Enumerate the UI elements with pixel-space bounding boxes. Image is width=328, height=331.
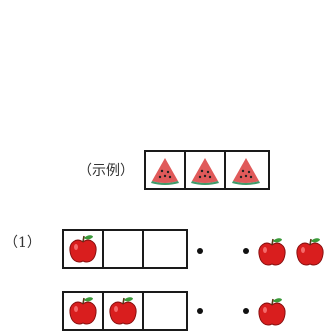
example-cell: [186, 152, 226, 188]
watermelon-slice-icon: [151, 158, 179, 185]
match-dot-right[interactable]: [243, 308, 249, 314]
grid-cell: [144, 231, 184, 267]
apple-icon: [255, 235, 289, 269]
watermelon-slice-icon: [232, 158, 260, 185]
apple-icon: [109, 297, 137, 325]
apple-icon: [69, 297, 97, 325]
apple-icon: [69, 235, 97, 263]
match-dot-right[interactable]: [243, 248, 249, 254]
watermelon-slice-icon: [191, 158, 219, 185]
example-grid: [144, 150, 270, 190]
grid-cell: [104, 293, 144, 329]
apple-icon: [293, 235, 327, 269]
match-dot-left[interactable]: [197, 308, 203, 314]
example-cell: [146, 152, 186, 188]
question-1-label: （1）: [4, 235, 41, 251]
grid-cell: [144, 293, 184, 329]
grid-cell: [64, 293, 104, 329]
apple-icon: [255, 295, 289, 329]
answer-grid-row-1: [62, 229, 188, 269]
grid-cell: [104, 231, 144, 267]
example-label: （示例）: [78, 163, 134, 179]
match-dot-left[interactable]: [197, 248, 203, 254]
answer-grid-row-2: [62, 291, 188, 331]
example-cell: [226, 152, 266, 188]
grid-cell: [64, 231, 104, 267]
